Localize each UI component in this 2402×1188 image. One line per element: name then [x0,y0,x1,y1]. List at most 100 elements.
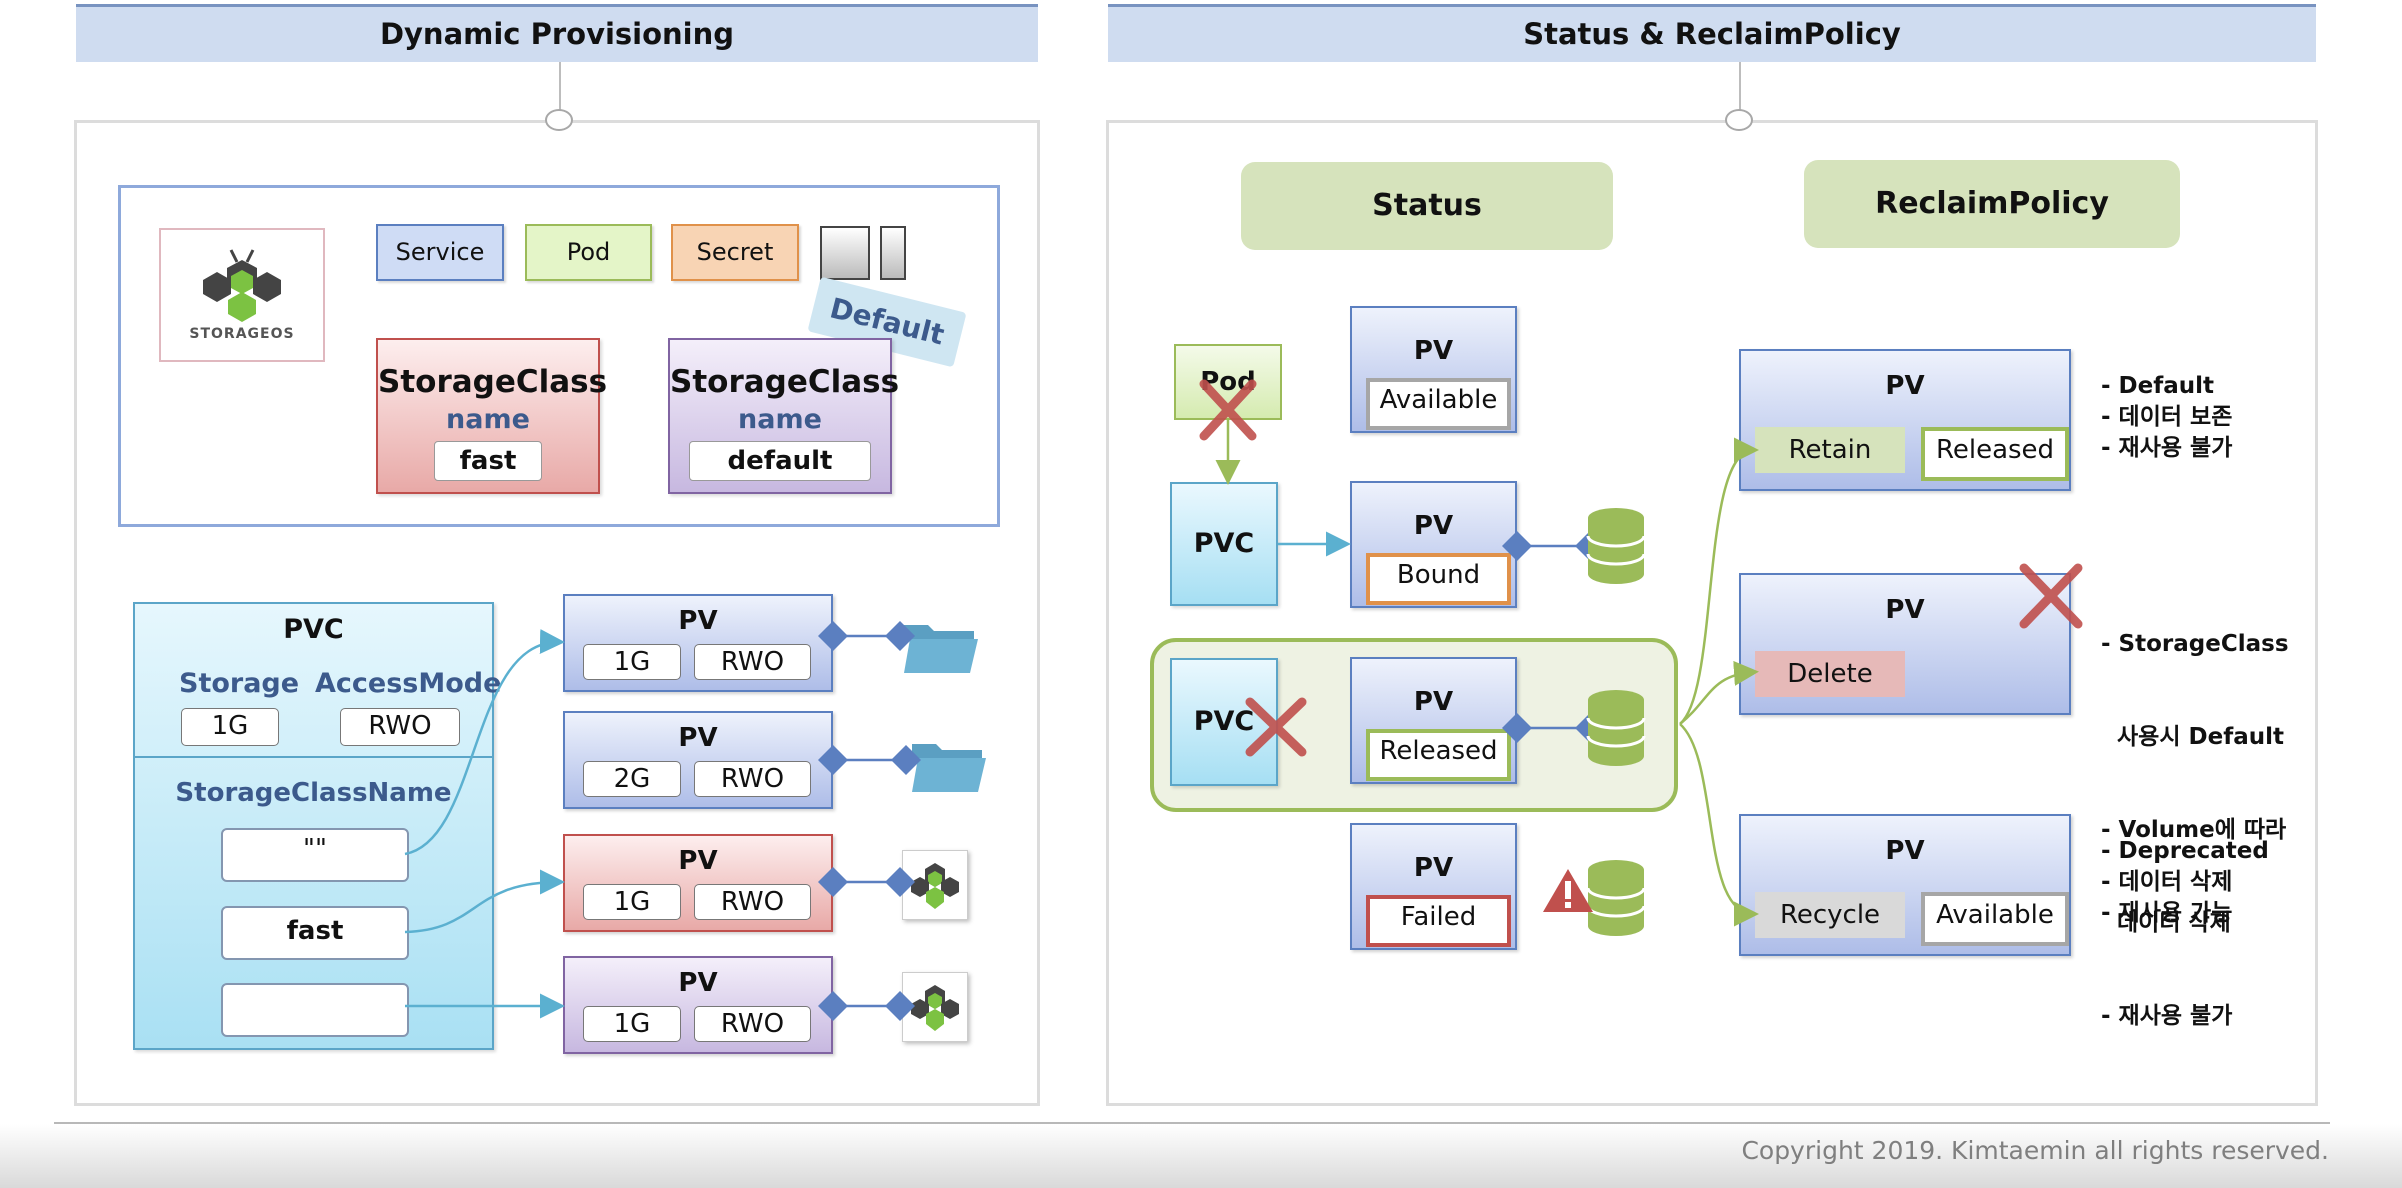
pv-size: 1G [583,644,681,680]
service-chip: Service [376,224,504,281]
note-recycle: - Deprecated - 데이터 삭제 - 재사용 가능 [2101,836,2269,929]
connector-line [1739,62,1741,117]
pv-title: PV [678,723,718,753]
storageclass-title: StorageClass [378,364,608,400]
storageclass-fast: StorageClass name fast [376,338,608,494]
link-to-recycle [1679,723,1759,927]
pv-card: PV Retain Released [1739,349,2071,491]
note-retain: - Default - 데이터 보존 - 재사용 불가 [2101,371,2232,464]
pv-status-released: Released [1366,729,1511,781]
storageclass-default: StorageClass name default [668,338,900,494]
note-line: - 데이터 보존 [2101,404,2233,430]
pv-title: PV [1413,336,1454,366]
storageclass-name-label: name [446,404,530,435]
policy-delete: Delete [1755,651,1905,697]
pvc-box: PVC Storage AccessMode 1G RWO StorageCla… [133,602,501,1050]
pv-size: 2G [583,761,681,797]
pv-size: 1G [583,1006,681,1042]
reclaimpolicy-title: ReclaimPolicy [1804,160,2180,248]
pv-card: PV 1G RWO [563,834,833,932]
storage-value: 1G [181,708,279,746]
storageclass-title: StorageClass [670,364,900,400]
pv-status-bound: Bound [1366,553,1511,605]
note-line: - 재사용 불가 [2101,435,2233,461]
note-line: - Volume에 따라 [2101,817,2287,843]
note-line: - 재사용 불가 [2101,1003,2233,1029]
pv-card: PV 1G RWO [563,956,833,1054]
storageos-bee-icon [911,985,959,1031]
storage-label: Storage [179,668,300,699]
pv-card: PV Failed [1350,823,1517,950]
note-line: - 재사용 가능 [2101,900,2233,926]
cross-mark-icon [2019,563,2083,629]
pv-title: PV [1413,853,1454,883]
footer-divider [54,1122,2330,1124]
pv-title: PV [1885,371,1925,401]
sc-option-unset [221,983,409,1037]
pv-title: PV [1413,687,1454,717]
note-line: 사용시 Default [2101,724,2284,750]
link-empty-to-pv1gb [404,629,565,856]
storageclass-name-value: fast [434,441,542,481]
pv-mode: RWO [694,761,811,797]
right-panel [1106,120,2318,1106]
accessmode-label: AccessMode [315,668,502,699]
note-line: - StorageClass [2101,631,2289,657]
database-icon [1586,860,1646,936]
pv-card: PV Released [1350,657,1517,784]
left-section-header: Dynamic Provisioning [76,4,1038,62]
pv-status-available: Available [1366,378,1511,430]
pv-status-failed: Failed [1366,895,1511,947]
copyright-text: Copyright 2019. Kimtaemin all rights res… [1741,1136,2329,1165]
storageos-logo: STORAGEOS [159,228,325,362]
pv-card: PV Recycle Available [1739,814,2071,956]
pv-card: PV 2G RWO [563,711,833,809]
link-to-delete [1679,660,1759,725]
pvc-box: PVC [1170,482,1278,606]
status-title: Status [1241,162,1613,250]
storageos-bee-icon [203,249,281,322]
pv-card: PV Available [1350,306,1517,433]
pv-card: PV Delete [1739,573,2071,715]
policy-recycle: Recycle [1755,892,1905,938]
link-to-retain [1679,437,1759,725]
resource-chip-blank [880,226,906,280]
note-line: - Default [2101,373,2215,399]
pv-title: PV [678,606,718,636]
storageos-bee-icon [911,863,959,909]
right-section-header: Status & ReclaimPolicy [1108,4,2316,62]
pv-title: PV [1885,595,1925,625]
pv-mode: RWO [694,884,811,920]
storageclass-name-value: default [689,441,871,481]
note-line: - Deprecated [2101,838,2269,864]
cross-mark-icon [1199,379,1257,441]
pv-mode: RWO [694,1006,811,1042]
storageclass-box [118,185,1000,527]
pv-size: 1G [583,884,681,920]
sc-option-empty-quotes: "" [221,828,409,882]
folder-icon [912,744,986,792]
connector-knob [1725,109,1753,131]
connector-line [559,62,561,117]
pv-status-available: Available [1921,892,2069,946]
pvc-divider [135,756,492,758]
storageclassname-label: StorageClassName [175,778,452,808]
storageos-icon [902,850,968,920]
pv-title: PV [678,968,718,998]
pv-title: PV [1413,511,1454,541]
policy-retain: Retain [1755,427,1905,473]
footer-bar [0,1124,2402,1188]
pv-card: PV Bound [1350,481,1517,608]
pv-title: PV [678,846,718,876]
resource-chip-blank [820,226,870,280]
database-icon [1586,690,1646,766]
pvc-box-deleted: PVC [1170,658,1278,786]
pv-mode: RWO [694,644,811,680]
note-line: 데이터 삭제 [2101,910,2231,936]
folder-icon [904,625,978,673]
pv-status-released: Released [1921,427,2069,481]
accessmode-value: RWO [340,708,460,746]
logo-text: STORAGEOS [189,326,295,342]
database-icon [1586,508,1646,584]
